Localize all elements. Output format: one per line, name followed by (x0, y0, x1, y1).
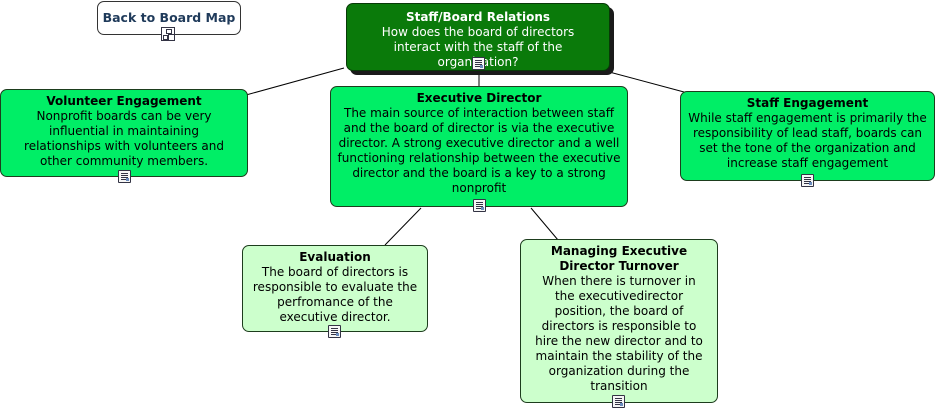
document-icon[interactable] (801, 174, 814, 187)
node-title: Managing Executive Director Turnover (550, 244, 688, 273)
document-icon[interactable] (328, 325, 341, 338)
node-staff-engagement[interactable]: Staff Engagement While staff engagement … (680, 91, 935, 187)
node-body: Nonprofit boards can be very influential… (24, 109, 224, 168)
link-executive-turnover (530, 207, 559, 241)
node-title: Executive Director (416, 91, 542, 105)
node-staff-board-relations[interactable]: Staff/Board Relations How does the board… (346, 3, 610, 71)
document-icon[interactable] (612, 395, 625, 408)
node-evaluation[interactable]: Evaluation The board of directors is res… (242, 245, 428, 338)
node-managing-executive-director-turnover[interactable]: Managing Executive Director Turnover Whe… (520, 239, 718, 408)
concept-map-icon[interactable] (161, 27, 175, 41)
back-to-board-map-button[interactable]: Back to Board Map (97, 1, 241, 41)
document-icon[interactable] (473, 199, 486, 212)
node-title: Staff/Board Relations (405, 10, 551, 24)
link-executive-evaluation (384, 207, 422, 246)
link-root-staff (597, 68, 685, 93)
node-body: While staff engagement is primarily the … (688, 111, 927, 170)
link-root-volunteer (245, 67, 345, 96)
node-title: Evaluation (299, 250, 371, 264)
node-body: The board of directors is responsible to… (252, 265, 418, 324)
node-body: The main source of interaction between s… (337, 106, 621, 195)
document-icon[interactable] (118, 170, 131, 183)
node-title: Volunteer Engagement (46, 94, 202, 108)
node-body: When there is turnover in the executived… (535, 274, 703, 393)
node-volunteer-engagement[interactable]: Volunteer Engagement Nonprofit boards ca… (0, 89, 248, 183)
document-icon[interactable] (472, 57, 485, 70)
back-to-board-map-label: Back to Board Map (102, 10, 236, 25)
node-executive-director[interactable]: Executive Director The main source of in… (330, 86, 628, 212)
node-title: Staff Engagement (746, 96, 869, 110)
